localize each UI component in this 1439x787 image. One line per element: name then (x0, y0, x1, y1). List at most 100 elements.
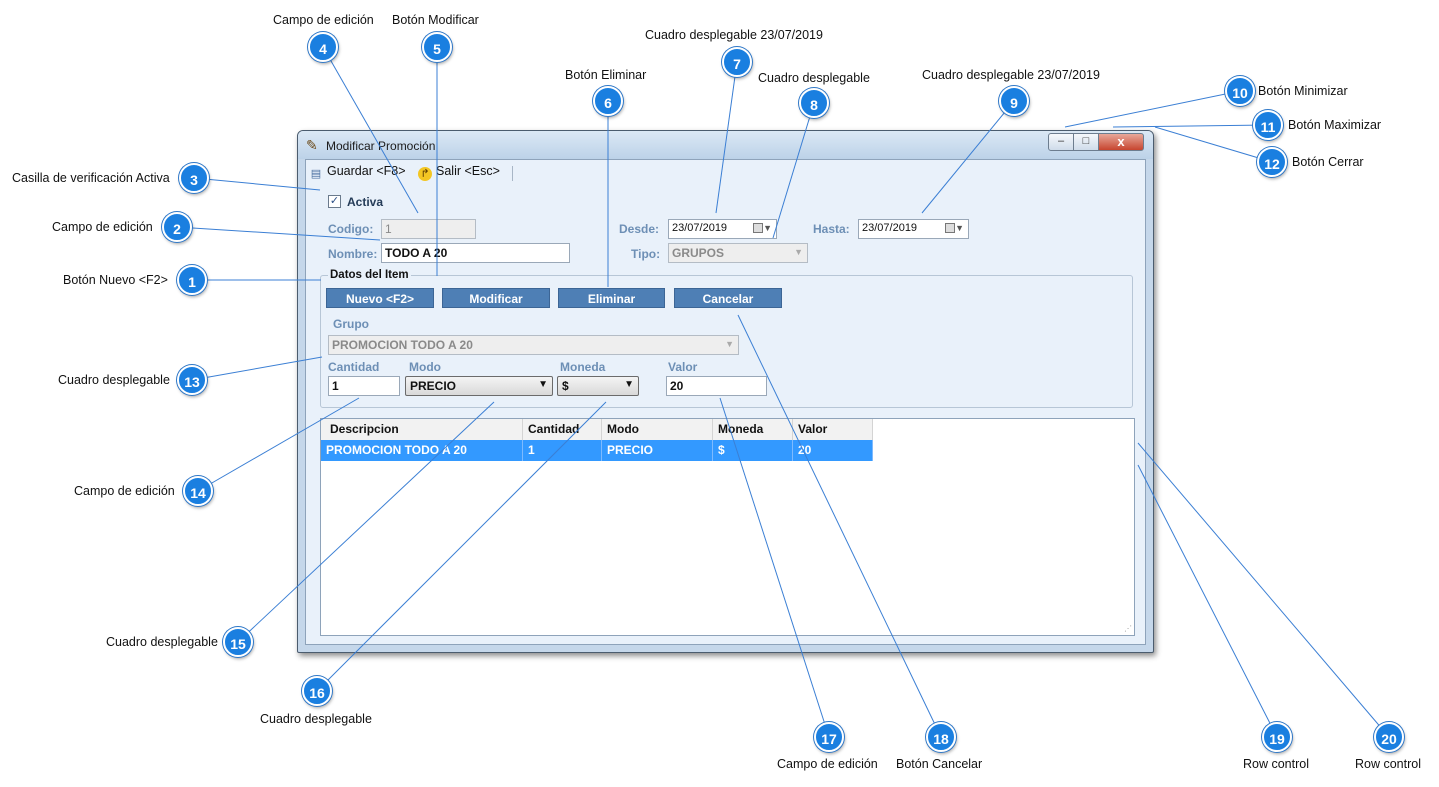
column-header-valor[interactable]: Valor (793, 419, 873, 440)
title-bar[interactable]: ✎ Modificar Promoción – □ x (298, 131, 1153, 159)
close-button[interactable]: x (1098, 133, 1144, 151)
hasta-date-value: 23/07/2019 (862, 222, 918, 234)
chevron-down-icon: ▼ (725, 339, 734, 349)
maximize-button[interactable]: □ (1073, 133, 1099, 151)
exit-button[interactable]: ↱ Salir <Esc> (418, 164, 500, 181)
callout-badge-1: 1 (177, 265, 207, 295)
grid-header: Descripcion Cantidad Modo Moneda Valor (321, 419, 873, 441)
save-icon: ▤ (310, 168, 322, 180)
table-row[interactable]: PROMOCION TODO A 20 1 PRECIO $ 20 (321, 440, 873, 461)
toolbar: ▤ Guardar <F8> ↱ Salir <Esc> (306, 160, 1145, 185)
desde-label: Desde: (619, 222, 660, 236)
cell-moneda: $ (713, 440, 793, 461)
desde-date-picker[interactable]: 23/07/2019 ▼ (668, 219, 777, 239)
callout-label-17: Campo de edición (777, 757, 878, 771)
exit-label: Salir <Esc> (436, 164, 500, 178)
cell-cantidad: 1 (523, 440, 602, 461)
active-checkbox[interactable]: ✓ (328, 195, 341, 208)
callout-label-9: Cuadro desplegable 23/07/2019 (922, 68, 1100, 82)
modo-dropdown[interactable]: PRECIO ▼ (405, 376, 553, 396)
column-header-moneda[interactable]: Moneda (713, 419, 793, 440)
tipo-label: Tipo: (631, 247, 661, 261)
callout-label-1: Botón Nuevo <F2> (63, 273, 168, 287)
callout-badge-5: 5 (422, 32, 452, 62)
tipo-dropdown[interactable]: GRUPOS ▼ (668, 243, 808, 263)
cancel-item-button[interactable]: Cancelar (674, 288, 782, 308)
nombre-field[interactable]: TODO A 20 (381, 243, 570, 263)
valor-label: Valor (668, 360, 698, 374)
callout-badge-9: 9 (999, 86, 1029, 116)
moneda-label: Moneda (560, 360, 606, 374)
column-header-cantidad[interactable]: Cantidad (523, 419, 602, 440)
column-header-modo[interactable]: Modo (602, 419, 713, 440)
callout-label-13: Cuadro desplegable (58, 373, 170, 387)
valor-field[interactable]: 20 (666, 376, 767, 396)
callout-badge-4: 4 (308, 32, 338, 62)
codigo-field[interactable]: 1 (381, 219, 476, 239)
modo-value: PRECIO (410, 379, 457, 393)
callout-label-10: Botón Minimizar (1258, 84, 1348, 98)
callout-label-8: Cuadro desplegable (758, 71, 870, 85)
cell-modo: PRECIO (602, 440, 713, 461)
callout-label-20: Row control (1355, 757, 1421, 771)
callout-label-6: Botón Eliminar (565, 68, 647, 82)
pencil-icon: ✎ (306, 137, 318, 153)
callout-label-15: Cuadro desplegable (106, 635, 218, 649)
nombre-label: Nombre: (328, 247, 378, 261)
calendar-icon (753, 223, 763, 233)
cell-descripcion: PROMOCION TODO A 20 (321, 440, 523, 461)
hasta-date-picker[interactable]: 23/07/2019 ▼ (858, 219, 969, 239)
new-item-button[interactable]: Nuevo <F2> (326, 288, 434, 308)
callout-label-18: Botón Cancelar (896, 757, 983, 771)
resize-grip-icon[interactable]: ⋰ (1124, 624, 1132, 633)
cell-valor: 20 (793, 440, 873, 461)
modo-label: Modo (409, 360, 441, 374)
save-button[interactable]: ▤ Guardar <F8> (309, 164, 406, 181)
callout-badge-6: 6 (593, 86, 623, 116)
callout-badge-8: 8 (799, 88, 829, 118)
callout-label-5: Botón Modificar (392, 13, 479, 27)
modify-item-button[interactable]: Modificar (442, 288, 550, 308)
grupo-label: Grupo (333, 317, 369, 331)
chevron-down-icon: ▼ (624, 379, 634, 390)
cantidad-label: Cantidad (328, 360, 380, 374)
callout-badge-17: 17 (814, 722, 844, 752)
callout-badge-7: 7 (722, 47, 752, 77)
column-header-descripcion[interactable]: Descripcion (321, 419, 523, 440)
active-label: Activa (347, 195, 384, 209)
callout-badge-15: 15 (223, 627, 253, 657)
moneda-dropdown[interactable]: $ ▼ (557, 376, 639, 396)
callout-badge-3: 3 (179, 163, 209, 193)
desde-date-value: 23/07/2019 (672, 222, 728, 234)
chevron-down-icon: ▼ (794, 247, 803, 257)
callout-label-14: Campo de edición (74, 484, 175, 498)
callout-badge-19: 19 (1262, 722, 1292, 752)
delete-item-button[interactable]: Eliminar (558, 288, 665, 308)
callout-line-10 (1064, 90, 1241, 128)
callout-badge-16: 16 (302, 676, 332, 706)
save-label: Guardar <F8> (327, 164, 406, 178)
window-client-area: ▤ Guardar <F8> ↱ Salir <Esc> ✓ Activa Codi… (305, 159, 1146, 645)
hasta-label: Hasta: (813, 222, 850, 236)
chevron-down-icon: ▼ (763, 223, 772, 233)
callout-label-11: Botón Maximizar (1288, 118, 1382, 132)
callout-badge-20: 20 (1374, 722, 1404, 752)
callout-label-7: Cuadro desplegable 23/07/2019 (645, 28, 823, 42)
callout-badge-13: 13 (177, 365, 207, 395)
callout-label-3: Casilla de verificación Activa (12, 171, 170, 185)
callout-line-11 (1112, 124, 1269, 128)
moneda-value: $ (562, 379, 569, 393)
cantidad-field[interactable]: 1 (328, 376, 400, 396)
callout-badge-11: 11 (1253, 110, 1283, 140)
minimize-button[interactable]: – (1048, 133, 1074, 151)
items-grid[interactable]: Descripcion Cantidad Modo Moneda Valor P… (320, 418, 1135, 636)
grupo-dropdown[interactable]: PROMOCION TODO A 20 ▼ (328, 335, 739, 355)
callout-badge-12: 12 (1257, 147, 1287, 177)
callout-badge-2: 2 (162, 212, 192, 242)
codigo-label: Codigo: (328, 222, 374, 236)
callout-line-19 (1137, 464, 1278, 738)
window-title: Modificar Promoción (326, 139, 436, 153)
callout-badge-14: 14 (183, 476, 213, 506)
toolbar-separator (512, 166, 513, 181)
exit-icon: ↱ (418, 167, 432, 181)
